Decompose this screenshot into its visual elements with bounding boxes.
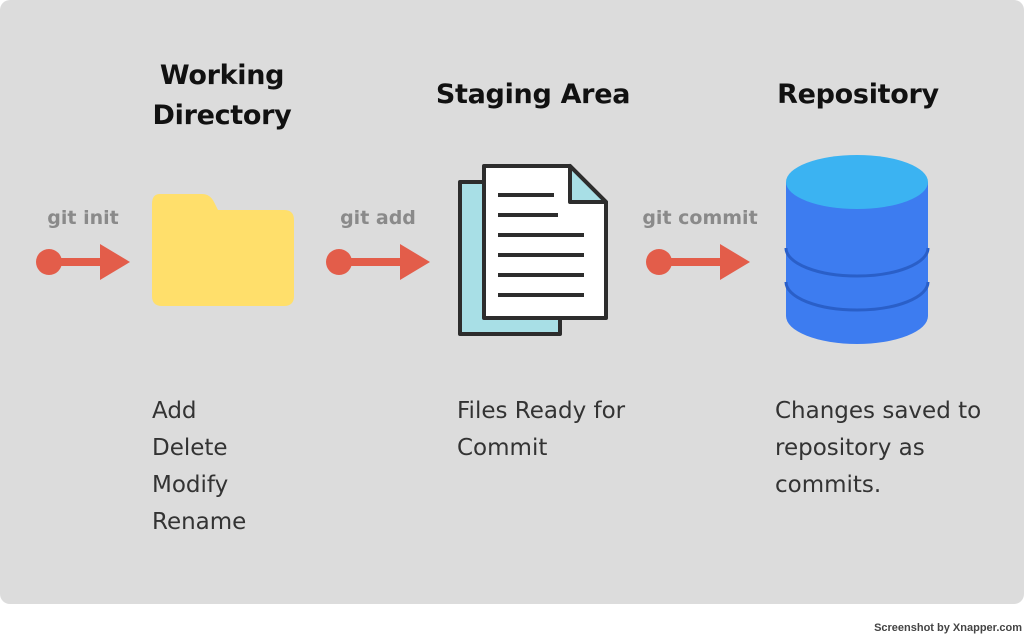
- diagram-panel: Working Directory Staging Area Repositor…: [0, 0, 1024, 604]
- staging-desc-line2: Commit: [457, 435, 548, 461]
- repository-desc-line3: commits.: [775, 472, 882, 498]
- staging-desc-line1: Files Ready for: [457, 398, 626, 424]
- staging-area-title: Staging Area: [435, 79, 631, 110]
- repository-title: Repository: [777, 79, 939, 110]
- documents-icon: [458, 164, 608, 336]
- working-directory-title-line2: Directory: [152, 100, 292, 131]
- git-add-label: git add: [340, 207, 416, 229]
- working-directory-actions: Add Delete Modify Rename: [152, 393, 246, 541]
- action-delete: Delete: [152, 435, 228, 461]
- git-add-arrow: [326, 244, 430, 280]
- action-modify: Modify: [152, 472, 229, 498]
- repository-desc-line1: Changes saved to: [775, 398, 982, 424]
- staging-area-description: Files Ready for Commit: [457, 393, 625, 467]
- working-directory-title: Working Directory: [142, 56, 302, 136]
- repository-desc-line2: repository as: [775, 435, 925, 461]
- git-init-arrow: [36, 244, 130, 280]
- action-add: Add: [152, 398, 197, 424]
- action-rename: Rename: [152, 509, 247, 535]
- folder-icon: [152, 194, 294, 306]
- screenshot-credit: Screenshot by Xnapper.com: [874, 622, 1022, 634]
- git-commit-arrow: [646, 244, 750, 280]
- git-commit-label: git commit: [642, 207, 758, 229]
- working-directory-title-line1: Working: [159, 60, 285, 91]
- git-init-label: git init: [47, 207, 119, 229]
- repository-description: Changes saved to repository as commits.: [775, 393, 981, 504]
- database-icon: [784, 155, 930, 344]
